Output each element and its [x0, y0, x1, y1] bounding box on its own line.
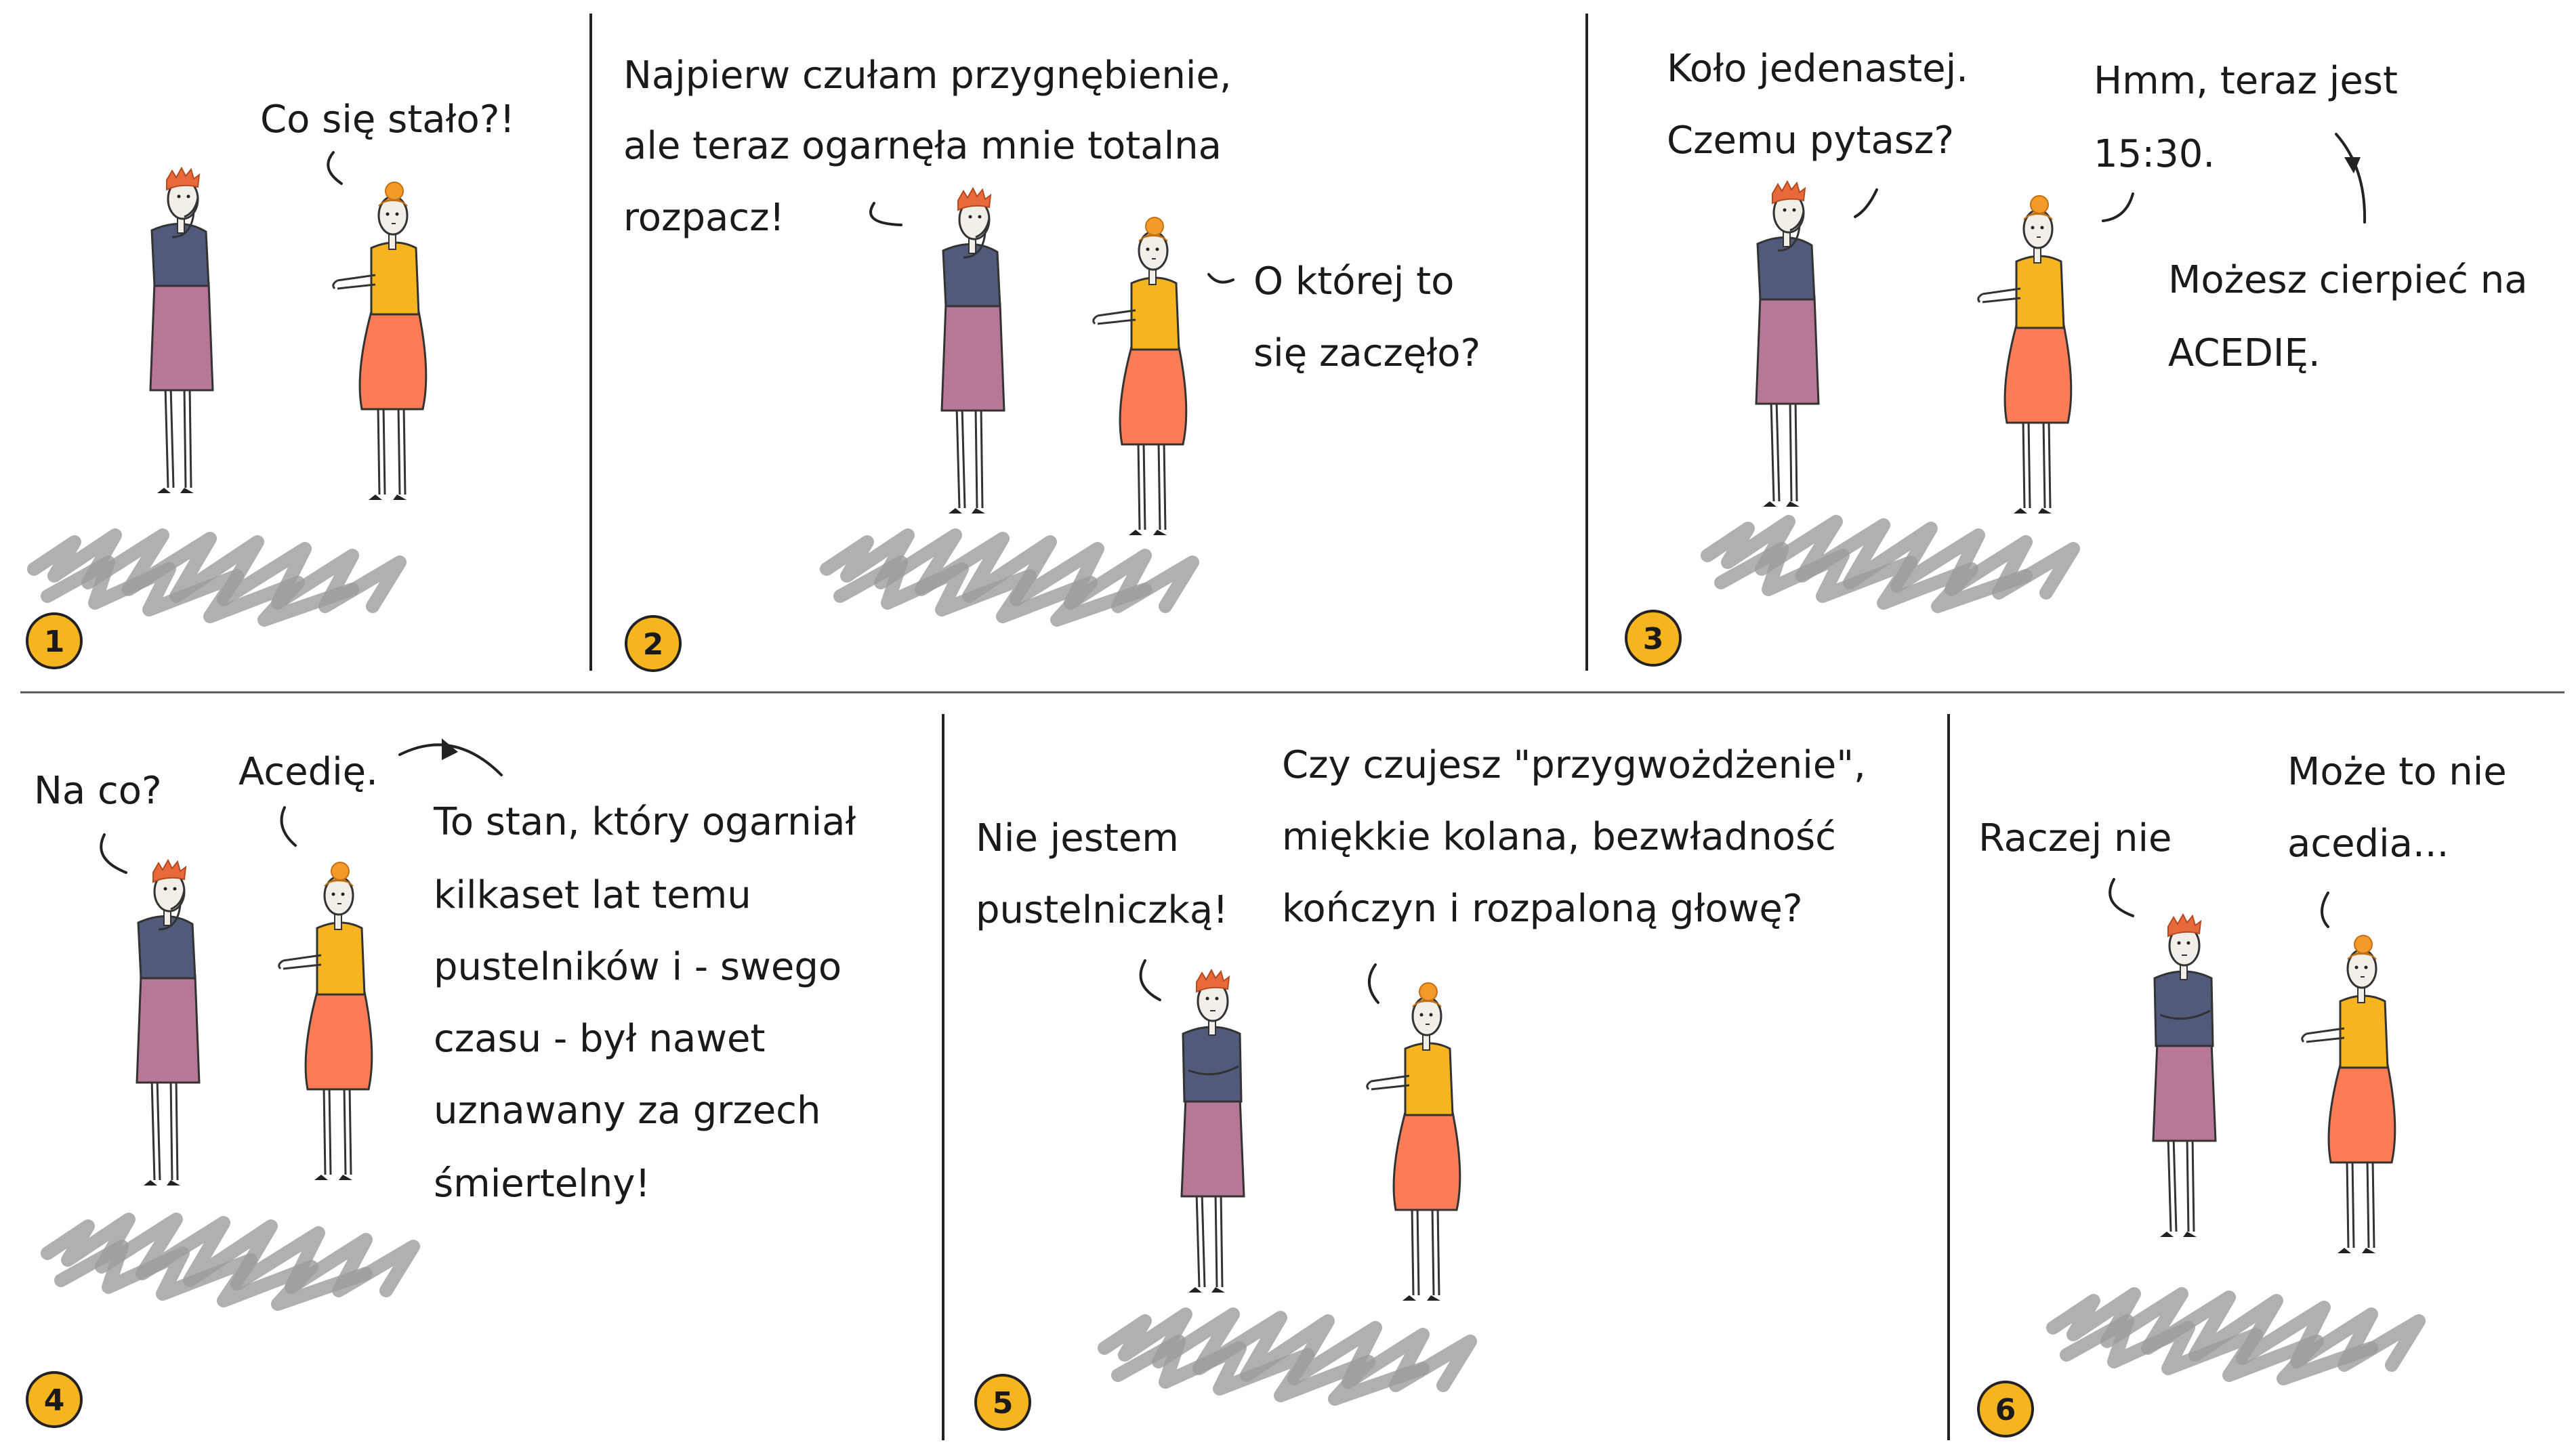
panel-1: Co się stało?! 1	[26, 98, 515, 669]
speech-text: kilkaset lat temu	[434, 873, 751, 917]
panel-number-badge	[26, 1371, 83, 1428]
speech-text: 15:30.	[2094, 132, 2215, 176]
speech-text: się zaczęło?	[1253, 331, 1480, 375]
panel-number-badge	[1625, 610, 1682, 667]
panel-number-badge	[974, 1374, 1031, 1431]
panel-number-badge	[625, 615, 682, 672]
panel-number: 4	[44, 1383, 65, 1418]
panel-number: 3	[1643, 622, 1664, 656]
speech-text: Najpierw czułam przygnębienie,	[623, 54, 1232, 98]
panel-number: 5	[993, 1386, 1014, 1421]
speech-text: miękkie kolana, bezwładność	[1282, 815, 1836, 859]
speech-text: pustelniczką!	[976, 888, 1228, 932]
panel-3: Koło jedenastej. Czemu pytasz? Hmm, tera…	[1625, 47, 2528, 667]
speech-text: Może to nie	[2287, 750, 2507, 794]
panel-number: 2	[643, 627, 664, 662]
panel-number: 6	[1995, 1393, 2016, 1427]
speech-text: Acedię.	[238, 750, 378, 794]
speech-text: pustelników i - swego	[434, 945, 842, 989]
panel-number-badge	[1977, 1381, 2034, 1438]
speech-text: acedia...	[2287, 822, 2449, 866]
speech-text: rozpacz!	[623, 196, 785, 240]
panel-number-badge	[26, 612, 83, 669]
panel-5: Nie jestem pustelniczką! Czy czujesz "pr…	[974, 743, 1866, 1431]
speech-text: Hmm, teraz jest	[2094, 59, 2398, 103]
panel-4: Na co? Acedię. To stan, który ogarniał k…	[26, 738, 856, 1428]
speech-text: Raczej nie	[1978, 816, 2172, 860]
speech-text: O której to	[1253, 259, 1454, 303]
speech-text: Na co?	[34, 769, 162, 813]
speech-text: uznawany za grzech	[434, 1089, 820, 1133]
speech-text: Możesz cierpieć na	[2168, 258, 2528, 302]
speech-text: ale teraz ogarnęła mnie totalna	[623, 124, 1222, 168]
speech-text: ACEDIĘ.	[2168, 331, 2321, 375]
speech-text: Koło jedenastej.	[1667, 47, 1968, 91]
speech-text: Czy czujesz "przygwożdżenie",	[1282, 743, 1866, 787]
panel-2: Najpierw czułam przygnębienie, ale teraz…	[623, 54, 1480, 672]
panel-6: Raczej nie Może to nie acedia... 6	[1977, 750, 2507, 1438]
speech-text: kończyn i rozpaloną głowę?	[1282, 887, 1803, 931]
speech-text: Czemu pytasz?	[1667, 119, 1954, 163]
panel-number: 1	[44, 625, 65, 659]
speech-text: Co się stało?!	[260, 98, 515, 142]
speech-text: śmiertelny!	[434, 1162, 650, 1206]
speech-text: Nie jestem	[976, 816, 1179, 860]
speech-text: czasu - był nawet	[434, 1017, 765, 1061]
speech-text: To stan, który ogarniał	[433, 800, 856, 844]
